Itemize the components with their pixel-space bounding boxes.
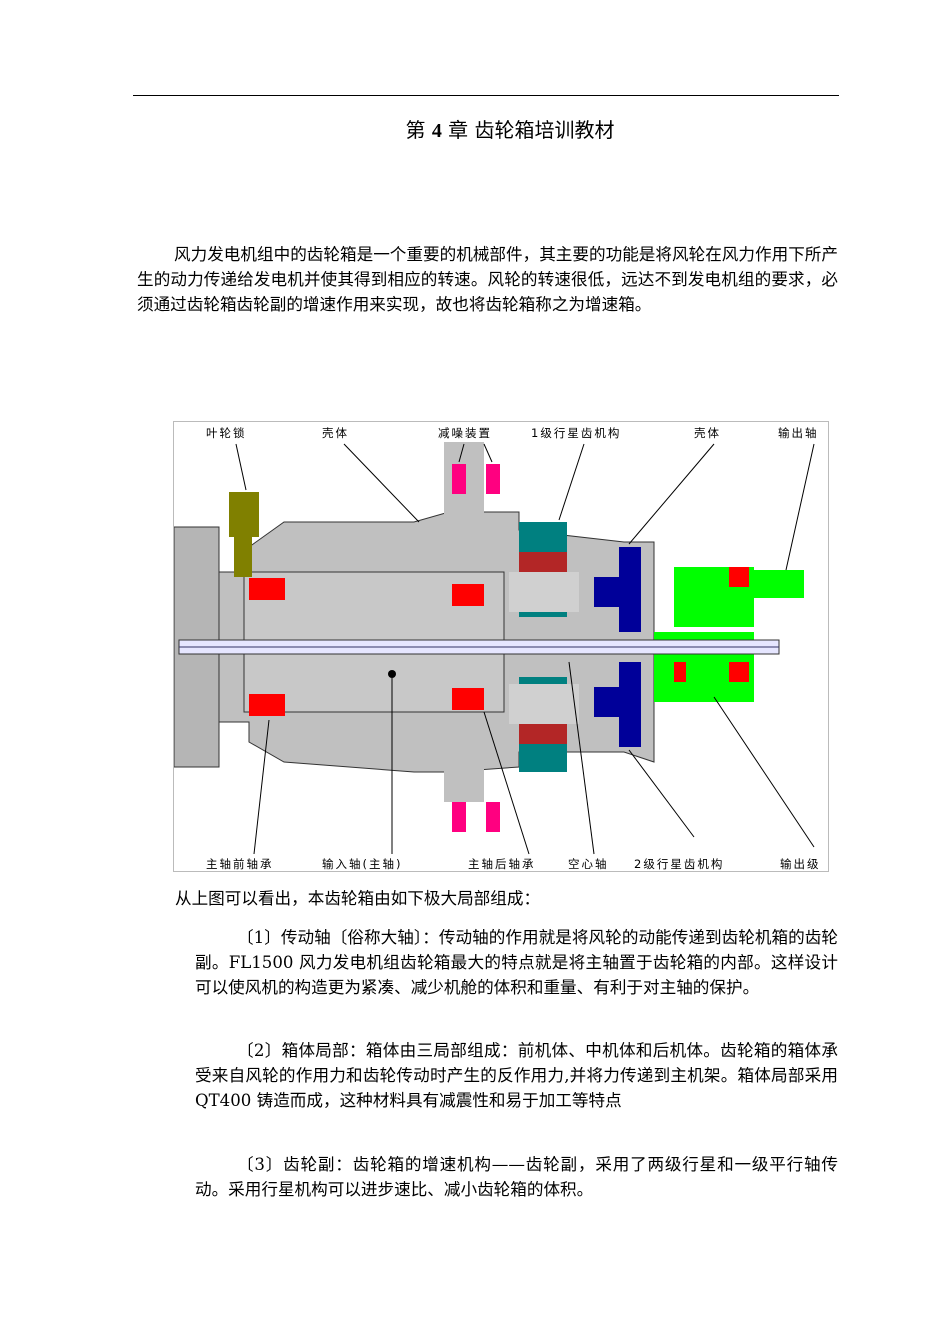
list-item-gear-pair: 〔3〕齿轮副：齿轮箱的增速机构——齿轮副，采用了两级行星和一级平行轴传动。采用行…	[195, 1155, 838, 1199]
figure-caption: 从上图可以看出，本齿轮箱由如下极大局部组成：	[175, 889, 541, 908]
chapter-title: 第 4 章 齿轮箱培训教材	[0, 114, 950, 143]
list-item-shaft: 〔1〕传动轴〔俗称大轴〕：传动轴的作用就是将风轮的动能传递到齿轮机箱的齿轮副。F…	[195, 928, 838, 997]
gearbox-diagram: 叶轮锁 壳体 减噪装置 1级行星齿机构 壳体 输出轴 主轴前轴承 输入轴(主轴)…	[173, 421, 829, 872]
list-item-housing: 〔2〕箱体局部：箱体由三局部组成：前机体、中机体和后机体。齿轮箱的箱体承受来自风…	[195, 1041, 838, 1110]
chapter-prefix: 第	[405, 118, 426, 142]
label-housing-1: 壳体	[322, 426, 349, 440]
header-rule	[133, 95, 839, 96]
label-output-shaft: 输出轴	[778, 426, 819, 440]
label-planet-stage-1: 1级行星齿机构	[531, 426, 621, 440]
label-damper: 减噪装置	[438, 426, 492, 440]
label-rear-bearing: 主轴后轴承	[468, 857, 536, 871]
intro-paragraph: 风力发电机组中的齿轮箱是一个重要的机械部件，其主要的功能是将风轮在风力作用下所产…	[137, 245, 838, 314]
label-output-stage: 输出级	[780, 857, 821, 871]
label-housing-2: 壳体	[694, 426, 721, 440]
label-rotor-lock: 叶轮锁	[206, 426, 247, 440]
chapter-name: 章 齿轮箱培训教材	[448, 118, 615, 142]
gearbox-cross-section: 叶轮锁 壳体 减噪装置 1级行星齿机构 壳体 输出轴 主轴前轴承 输入轴(主轴)…	[173, 426, 821, 871]
label-input-shaft: 输入轴(主轴)	[322, 857, 402, 871]
label-hollow-shaft: 空心轴	[568, 857, 609, 871]
label-front-bearing: 主轴前轴承	[206, 857, 274, 871]
chapter-number: 4	[431, 120, 442, 142]
label-planet-stage-2: 2级行星齿机构	[634, 857, 724, 871]
